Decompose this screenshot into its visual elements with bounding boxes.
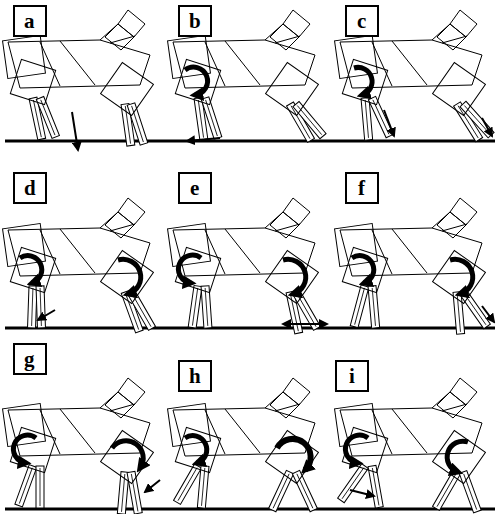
panel-label-box: e — [178, 172, 212, 204]
robot-pose — [335, 198, 494, 334]
robot-pose — [168, 198, 327, 334]
panel-label-box: h — [178, 360, 212, 392]
panel-label-box: d — [13, 172, 47, 204]
panel-letter: d — [24, 176, 45, 200]
ground-line — [5, 508, 495, 511]
panel-label-box: c — [345, 5, 379, 37]
robot-pose — [3, 378, 160, 514]
panel-letter: i — [349, 364, 367, 388]
panel-letter: g — [24, 347, 45, 371]
panel-letter: f — [358, 176, 377, 200]
ground-line — [5, 327, 495, 330]
panel-letter: e — [190, 176, 210, 200]
robot-pose — [168, 10, 327, 142]
robot-pose — [3, 198, 156, 333]
robot-pose — [168, 378, 319, 512]
ground-line — [5, 140, 495, 143]
panel-label-box: g — [13, 343, 47, 375]
panel-label-box: a — [13, 5, 47, 37]
panel-label-box: i — [335, 360, 369, 392]
panel-letter: a — [24, 9, 45, 33]
robot-pose — [335, 10, 495, 142]
panel-letter: c — [357, 9, 377, 33]
panel-label-box: b — [178, 5, 212, 37]
panel-letter: b — [189, 9, 210, 33]
robot-pose — [3, 10, 154, 150]
panel-label-box: f — [345, 172, 379, 204]
panel-letter: h — [189, 364, 210, 388]
robot-pose — [335, 378, 486, 513]
